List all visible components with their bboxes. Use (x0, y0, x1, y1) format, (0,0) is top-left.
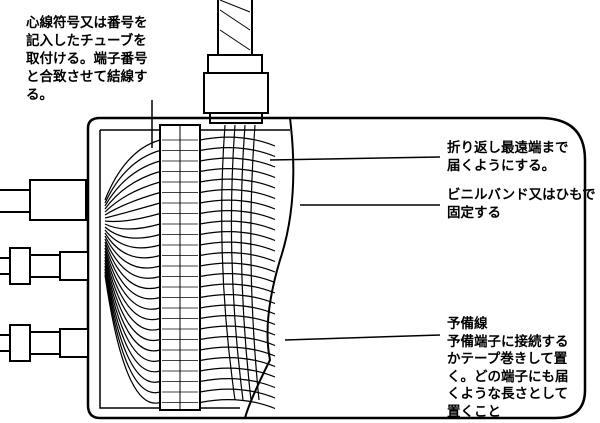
wire (199, 399, 276, 410)
wire (104, 149, 161, 204)
wire (104, 259, 161, 352)
wire (104, 170, 161, 210)
wire (199, 241, 276, 252)
wire (199, 357, 276, 368)
wire (104, 265, 161, 373)
wire (104, 271, 161, 394)
wire (104, 268, 161, 383)
wire (104, 247, 161, 310)
left-cable-glands (0, 179, 89, 362)
note-line: 折り返し最遠端まで (447, 140, 569, 156)
wire (104, 256, 161, 342)
note-line: と合致させて結線す (26, 69, 148, 85)
wire (199, 220, 276, 231)
wire (199, 283, 276, 294)
note-line: 予備端子に接続する (447, 333, 569, 350)
wire (199, 367, 276, 378)
wire (199, 388, 276, 399)
wire (199, 325, 276, 336)
note-line: ビニルバンド又はひもで (447, 187, 596, 203)
wire (104, 229, 161, 249)
wire (199, 168, 276, 179)
wire (230, 124, 244, 401)
wire (104, 139, 161, 201)
wire (104, 241, 161, 289)
wire (104, 274, 161, 404)
wire (199, 273, 276, 284)
note-line: 固定する (447, 205, 501, 221)
box-outline (86, 116, 587, 420)
note-line: 心線符号又は番号を (26, 15, 148, 31)
wire (199, 178, 276, 189)
tube-marking-note: 心線符号又は番号を記入したチューブを取付ける。端子番号と合致させて結線する。 (26, 14, 148, 104)
wire (199, 378, 276, 389)
wire (240, 124, 252, 401)
wire (199, 262, 276, 273)
wire (221, 124, 236, 401)
wire (199, 294, 276, 305)
spare-wire-note: 予備線予備端子に接続するかテープ巻きして置く。どの端子にも届くような長さとして置… (447, 316, 569, 421)
note-line: 置くこと (447, 403, 501, 420)
wire (199, 315, 276, 326)
wire (199, 346, 276, 357)
note-line: く。どの端子にも届 (447, 368, 569, 385)
wire (199, 136, 276, 147)
wire (104, 202, 161, 219)
wire (104, 223, 161, 230)
wire (199, 304, 276, 315)
wire (104, 262, 161, 362)
wire (199, 210, 276, 221)
wire (104, 212, 161, 223)
wire (104, 191, 161, 216)
cutaway-edge (244, 117, 295, 419)
wire (104, 253, 161, 331)
wire-bundle (104, 124, 276, 410)
leader-lines (151, 100, 441, 341)
wire (104, 232, 161, 259)
note-line: かテープ巻きして置 (447, 351, 568, 367)
wire (199, 157, 276, 168)
wire (104, 226, 161, 239)
note-line: 予備線 (447, 316, 488, 332)
wire (104, 235, 161, 269)
wire (250, 124, 260, 401)
wire (199, 147, 276, 158)
band-note: ビニルバンド又はひもで固定する (447, 186, 596, 222)
wire (199, 199, 276, 210)
note-line: 取付ける。端子番号 (26, 51, 148, 67)
wire (104, 244, 161, 300)
wire (199, 252, 276, 263)
note-line: る。 (26, 87, 53, 103)
wire (199, 336, 276, 347)
note-line: 記入したチューブを (26, 33, 147, 49)
wire (104, 160, 161, 207)
note-line: 届くようにする。 (447, 158, 556, 174)
note-line: くような長さとして (447, 386, 569, 402)
wire (104, 181, 161, 213)
wire (104, 238, 161, 279)
fold-back-note: 折り返し最遠端まで届くようにする。 (447, 139, 569, 175)
wire (199, 231, 276, 242)
top-cable (203, 0, 269, 124)
wire (199, 189, 276, 200)
wire (104, 250, 161, 321)
